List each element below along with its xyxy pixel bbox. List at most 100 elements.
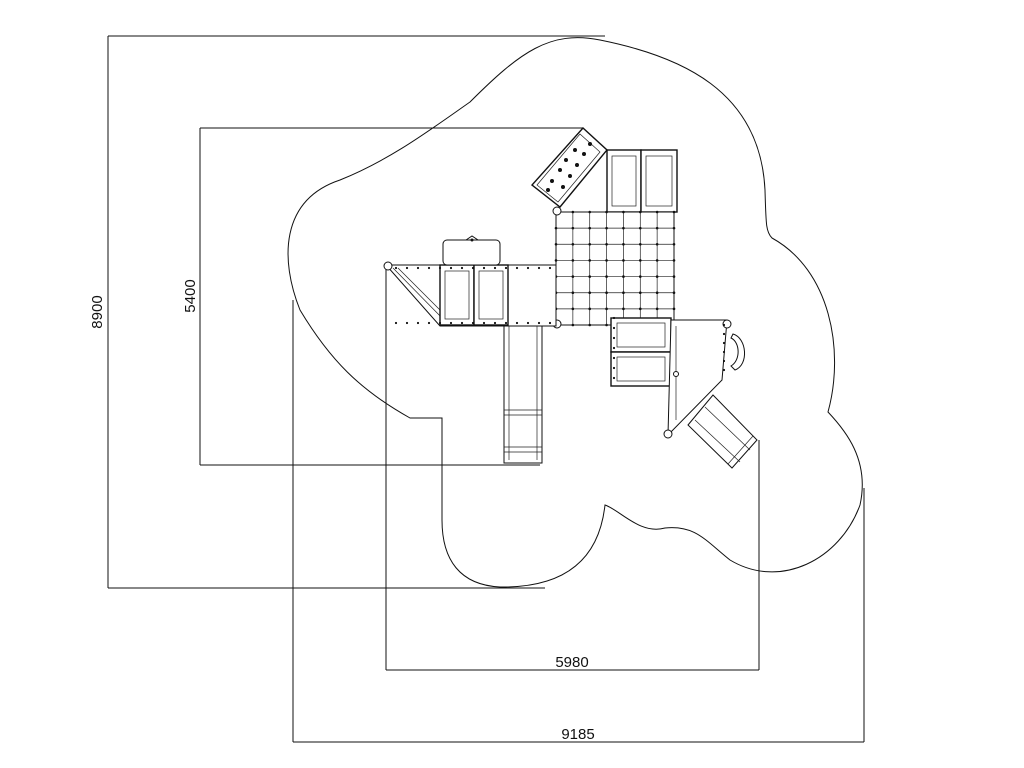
dimension-total-height: 8900 — [89, 35, 605, 589]
net-knot — [655, 275, 659, 278]
safety-zone-outline — [287, 37, 863, 588]
net-knot — [672, 275, 676, 278]
climbing-holds — [546, 142, 592, 192]
net-knot — [588, 210, 592, 214]
net-knot — [571, 307, 575, 311]
bolt — [515, 266, 519, 270]
net-knot — [588, 323, 592, 327]
dimension-label-5400: 5400 — [182, 279, 199, 312]
net-knot — [605, 307, 608, 311]
bolt-markers — [394, 266, 726, 380]
net-knot — [588, 226, 592, 230]
net-knot — [605, 242, 608, 246]
bolt — [722, 341, 726, 345]
bolt — [612, 366, 616, 370]
bolt — [722, 350, 726, 354]
bolt — [471, 266, 475, 270]
net-knot — [622, 210, 625, 214]
bolt — [515, 321, 519, 325]
bolt — [722, 368, 726, 372]
bolt — [612, 346, 616, 350]
bolt — [612, 356, 616, 360]
net-knot — [638, 242, 642, 246]
bolt — [449, 266, 453, 270]
net-knot — [638, 307, 642, 311]
bolt — [482, 321, 486, 325]
net-knot — [588, 259, 592, 262]
play-structure — [383, 127, 758, 469]
net-knot — [655, 259, 659, 262]
bolt — [537, 266, 541, 270]
net-knot — [554, 259, 558, 262]
bolt — [449, 321, 453, 325]
net-knot — [554, 242, 558, 246]
bolt — [482, 266, 486, 270]
net-knot — [655, 307, 659, 311]
bolt — [722, 323, 726, 327]
bolt — [612, 376, 616, 380]
net-knot — [571, 210, 575, 214]
bolt — [537, 321, 541, 325]
net-knot — [638, 291, 642, 295]
net-knot — [672, 291, 676, 295]
net-knot — [622, 307, 625, 311]
climbing-wall — [530, 127, 608, 208]
bolt — [548, 321, 552, 325]
bolt — [405, 266, 409, 270]
bolt — [394, 321, 398, 325]
net-knot — [588, 291, 592, 295]
net-knot — [622, 242, 625, 246]
lower-panels — [610, 317, 672, 387]
net-knot — [672, 226, 676, 230]
dimension-total-width: 9185 — [292, 300, 865, 743]
net-knot — [571, 275, 575, 278]
net-knot — [605, 323, 608, 327]
net-knot — [571, 291, 575, 295]
net-knot — [605, 259, 608, 262]
net-knot — [622, 226, 625, 230]
bolt — [405, 321, 409, 325]
dimension-label-5980: 5980 — [555, 654, 588, 671]
bolt — [416, 321, 420, 325]
bolt — [548, 266, 552, 270]
bolt — [526, 321, 530, 325]
triangular-deck — [663, 319, 745, 439]
net-knot — [622, 275, 625, 278]
bolt — [722, 332, 726, 336]
net-knot — [588, 307, 592, 311]
bolt — [504, 321, 508, 325]
net-knot — [622, 291, 625, 295]
bolt — [427, 321, 431, 325]
net-knot — [638, 226, 642, 230]
net-knot — [571, 242, 575, 246]
bolt — [612, 326, 616, 330]
net-knot — [605, 291, 608, 295]
bolt — [493, 321, 497, 325]
net-knot — [672, 210, 676, 214]
net-knot — [588, 275, 592, 278]
net-knot — [638, 275, 642, 278]
bolt — [438, 266, 442, 270]
net-knot — [605, 210, 608, 214]
bolt — [612, 316, 616, 320]
net-knot — [672, 307, 676, 311]
net-knot — [655, 291, 659, 295]
upper-panels — [606, 149, 678, 213]
dimension-label-9185: 9185 — [561, 726, 594, 743]
net-knot — [571, 323, 575, 327]
net-knot — [638, 210, 642, 214]
net-knot — [672, 242, 676, 246]
tube-slide — [687, 394, 758, 469]
net-knot — [571, 259, 575, 262]
net-knot — [571, 226, 575, 230]
bolt — [612, 336, 616, 340]
dimension-structure-width: 5980 — [385, 268, 760, 671]
net-platform — [552, 206, 676, 329]
net-knot — [655, 242, 659, 246]
net-knot — [655, 210, 659, 214]
bolt — [460, 266, 464, 270]
bolt — [526, 266, 530, 270]
bolt — [416, 266, 420, 270]
